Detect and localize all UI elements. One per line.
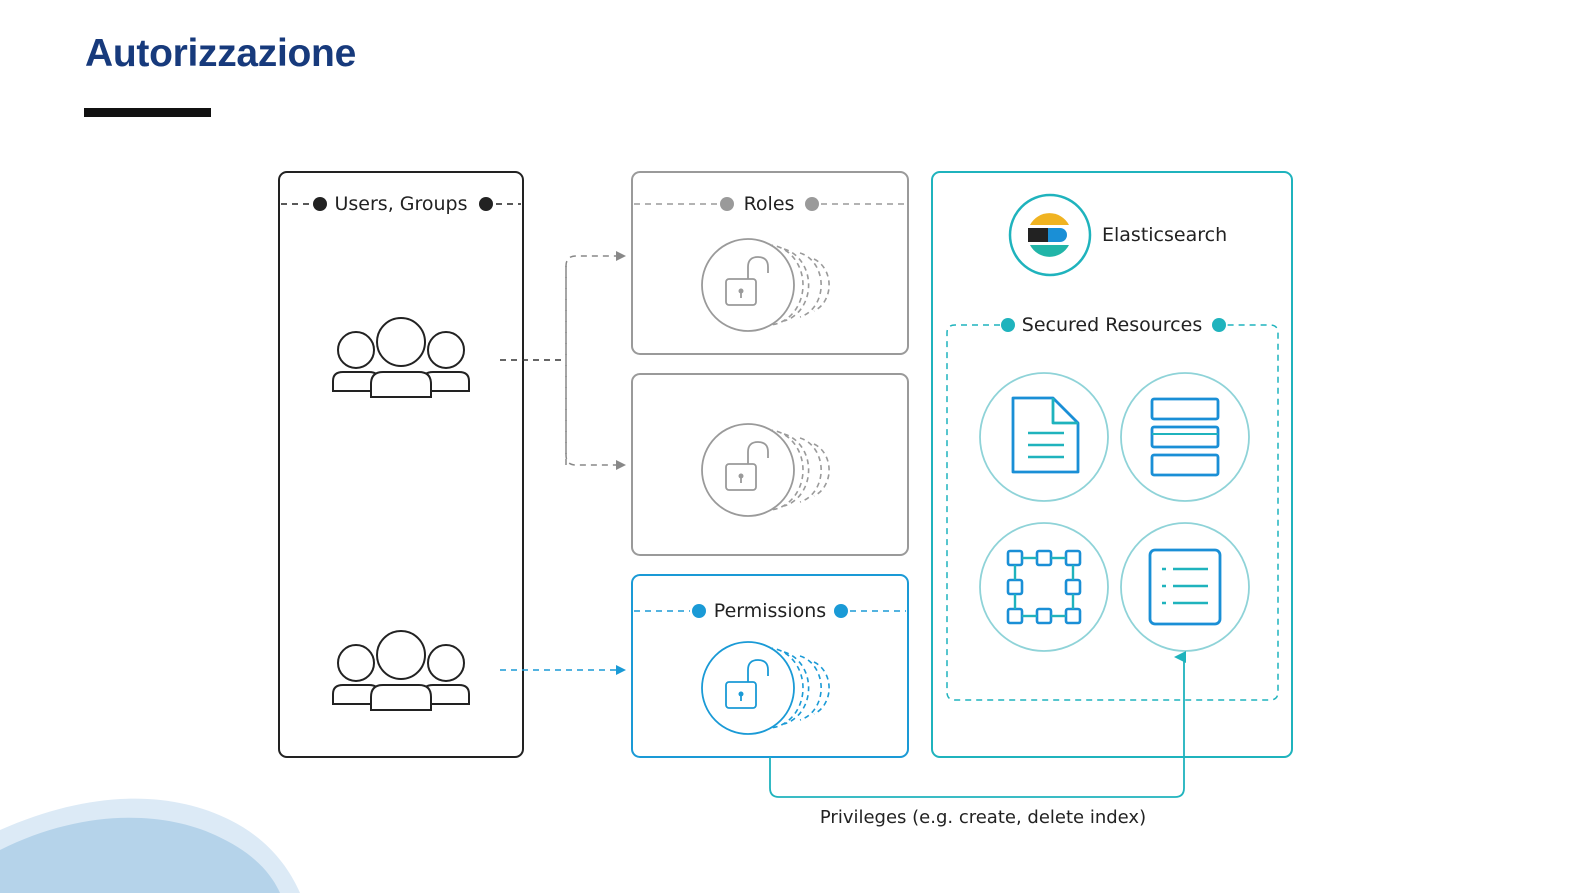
- document-icon: [979, 372, 1109, 502]
- users-groups-panel: Users, Groups: [278, 171, 524, 758]
- padlock-icon: [701, 641, 830, 735]
- padlock-icon: [701, 238, 830, 332]
- roles-panel: Roles: [631, 171, 909, 355]
- background-wave: [0, 798, 300, 893]
- roles-panel: [631, 373, 909, 556]
- slide-title: Autorizzazione: [85, 32, 356, 75]
- users-groups-label: Users, Groups: [334, 193, 467, 215]
- secured-resources-label: Secured Resources: [1022, 314, 1202, 336]
- privileges-caption: Privileges (e.g. create, delete index): [820, 807, 1146, 828]
- elasticsearch-logo: [1008, 193, 1092, 277]
- users-group-icon: [332, 317, 470, 398]
- privileges-connector: [769, 651, 1186, 798]
- connector-users-to-roles: [500, 251, 626, 470]
- secured-resources-panel: Secured Resources: [946, 314, 1279, 701]
- cluster-icon: [979, 522, 1109, 652]
- list-icon: [1120, 522, 1250, 652]
- padlock-icon: [701, 423, 830, 517]
- title-underline: [84, 108, 211, 117]
- permissions-panel: Permissions: [631, 574, 909, 758]
- elasticsearch-label: Elasticsearch: [1102, 224, 1227, 246]
- elasticsearch-panel: [931, 171, 1293, 758]
- roles-label: Roles: [744, 193, 795, 215]
- users-group-icon: [332, 630, 470, 711]
- permissions-label: Permissions: [714, 600, 826, 622]
- index-icon: [1120, 372, 1250, 502]
